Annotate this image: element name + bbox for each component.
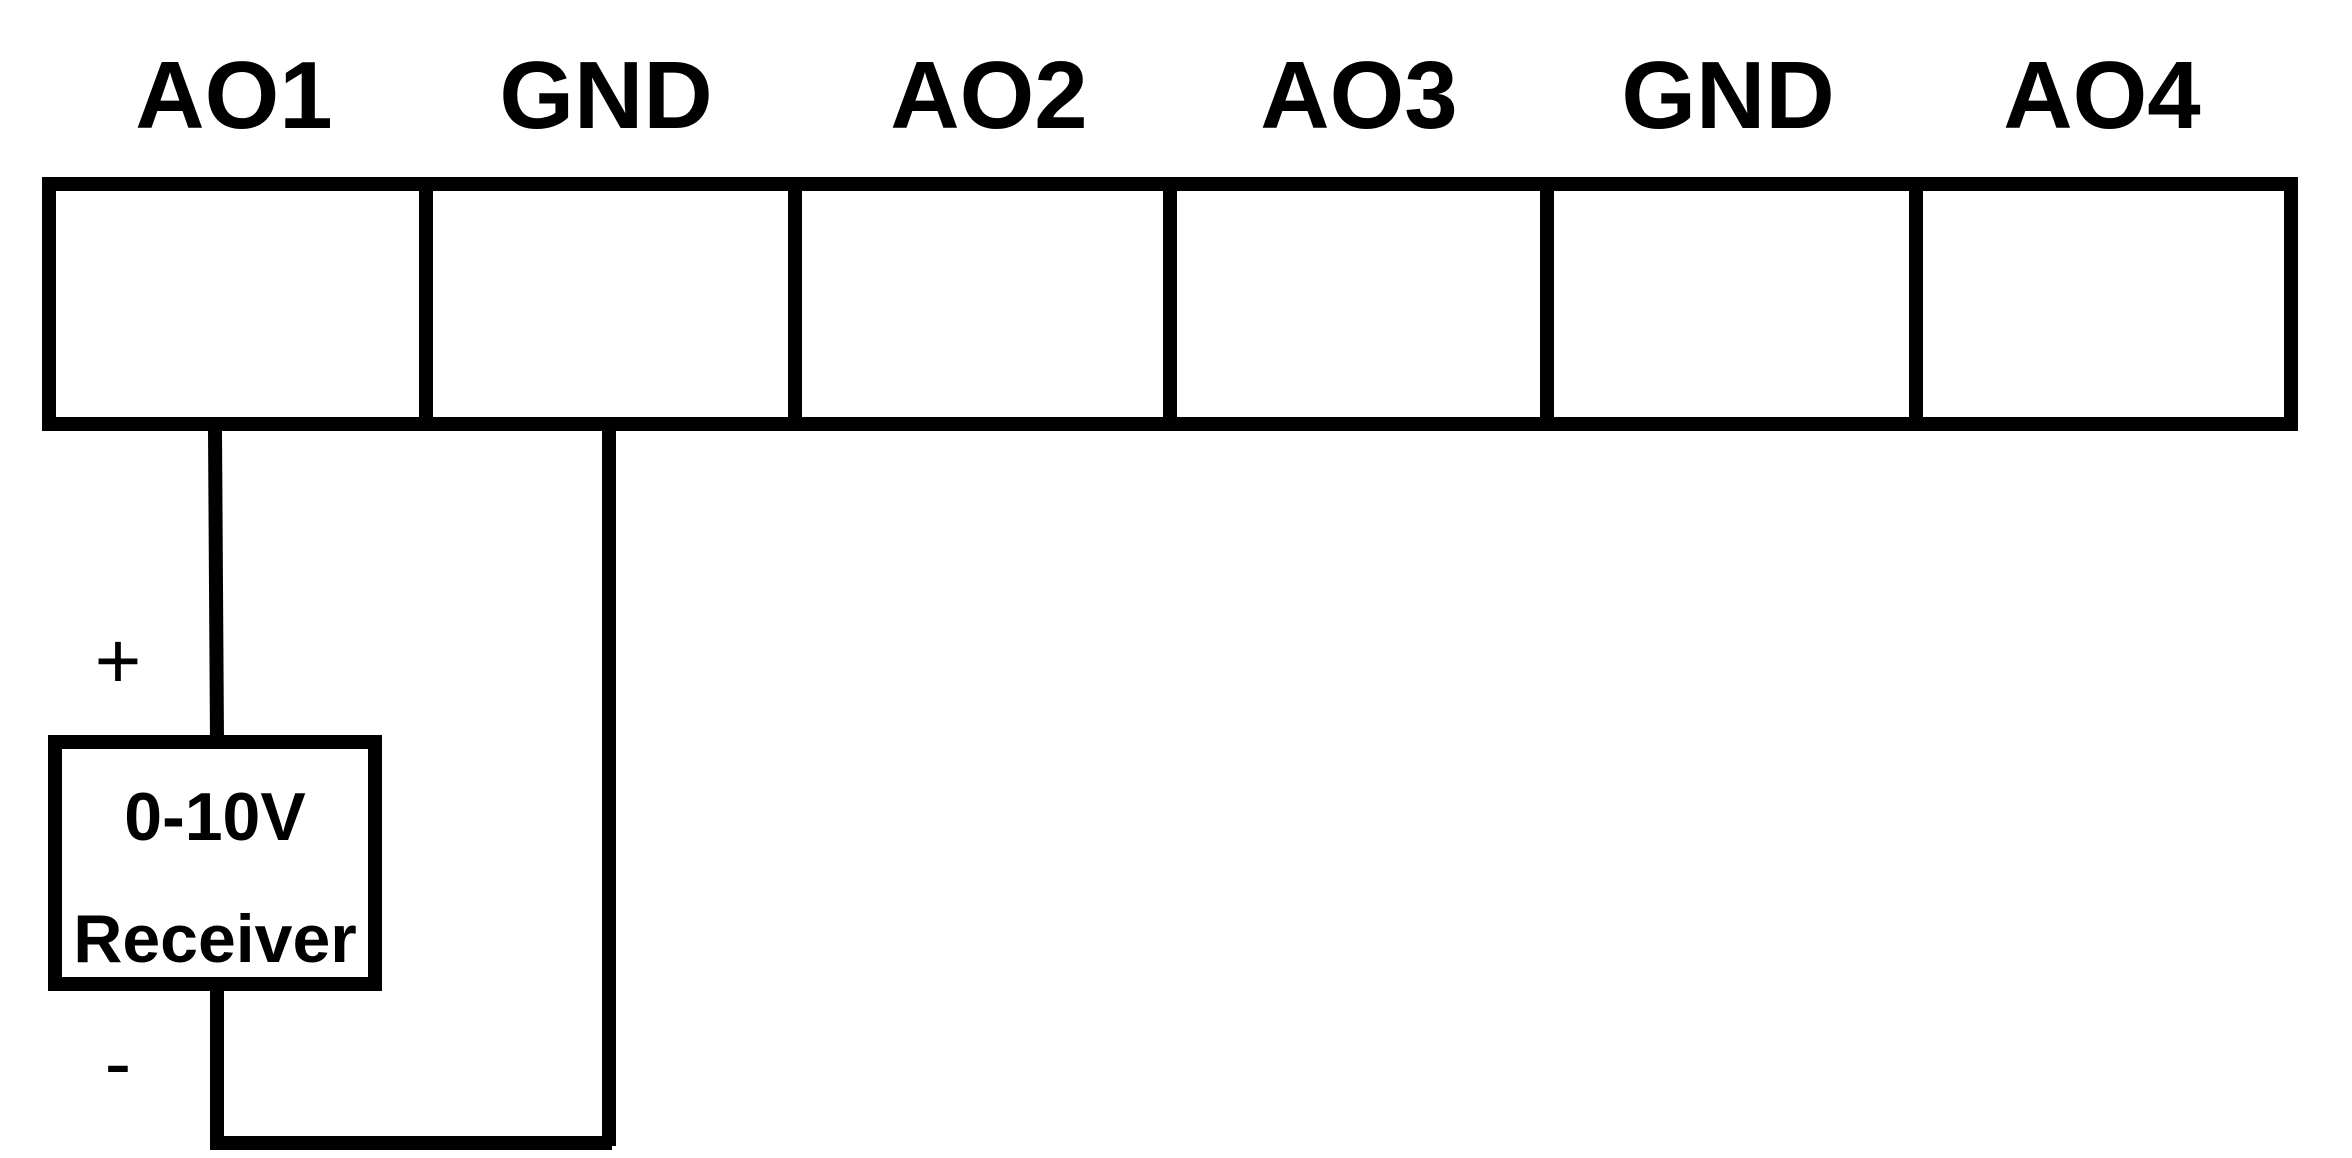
terminal-label-gnd-2: GND [1621,42,1834,149]
terminal-block [42,177,2298,431]
receiver-voltage-label: 0-10V [124,779,305,855]
receiver-name-label: Receiver [73,901,357,977]
minus-sign: - [105,1018,132,1107]
terminal-label-ao1: AO1 [135,42,332,149]
plus-sign: + [95,616,142,705]
terminal-label-ao2: AO2 [890,42,1087,149]
receiver-box [48,735,382,991]
wire-receiver-minus-to-gnd [210,990,612,1150]
terminal-label-ao4: AO4 [2003,42,2200,149]
wires [208,430,616,1150]
receiver: 0-10V Receiver [48,735,382,991]
terminal-label-gnd-1: GND [499,42,712,149]
terminal-labels: AO1 GND AO2 AO3 GND AO4 [135,42,2200,149]
terminal-label-ao3: AO3 [1260,42,1457,149]
wire-ao1-to-receiver-plus [208,430,224,743]
